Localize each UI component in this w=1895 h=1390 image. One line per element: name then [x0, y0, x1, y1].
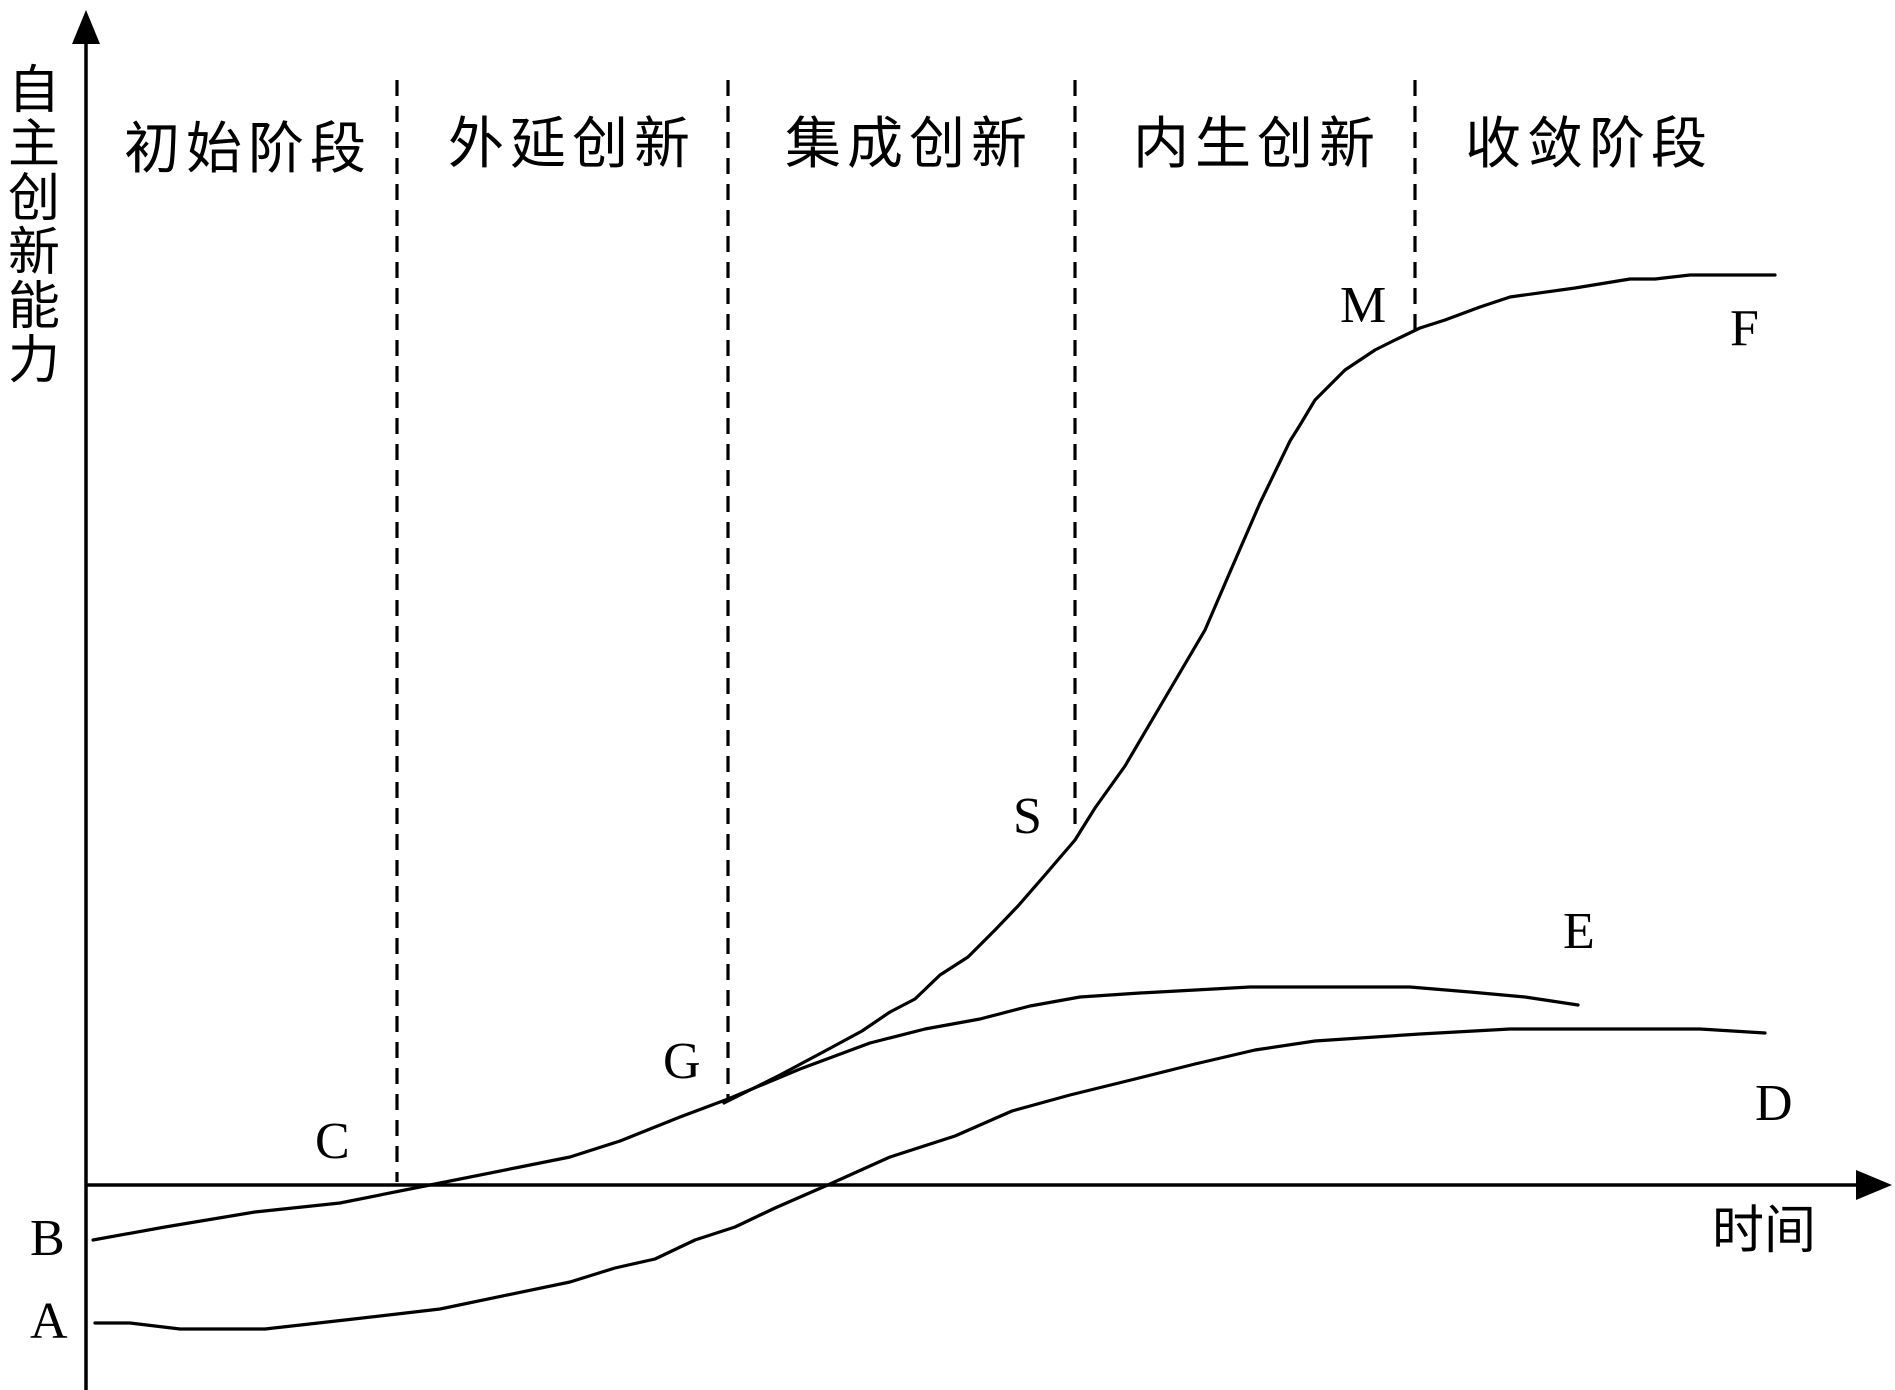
point-label-g: G	[663, 1033, 701, 1090]
curve-b-e	[91, 985, 1580, 1242]
curve-g-s-m-f	[722, 273, 1777, 1105]
point-label-c: C	[315, 1113, 350, 1170]
point-label-b: B	[30, 1210, 65, 1267]
point-label-e: E	[1563, 903, 1595, 960]
stage-dividers	[395, 80, 1417, 1182]
point-label-f: F	[1730, 300, 1759, 357]
stage-label-integrated: 集成创新	[785, 112, 1033, 177]
stage-label-convergence: 收敛阶段	[1465, 112, 1713, 177]
axes	[72, 10, 1892, 1390]
y-axis-label-char-6: 力	[8, 331, 60, 391]
stage-label-initial: 初始阶段	[124, 117, 372, 182]
y-axis-label: 自 主 创 新 能 力	[8, 61, 77, 391]
stage-labels: 初始阶段 外延创新 集成创新 内生创新 收敛阶段	[124, 112, 1713, 182]
stage-label-endogenous: 内生创新	[1133, 112, 1381, 177]
y-axis-label-char-3: 创	[8, 169, 60, 229]
point-label-m: M	[1340, 277, 1386, 334]
x-axis-label: 时间	[1712, 1201, 1816, 1261]
y-axis-label-char-5: 能	[8, 277, 60, 337]
y-axis-label-char-1: 自	[8, 61, 60, 121]
curve-a-d	[93, 1027, 1767, 1331]
stage-label-extensive: 外延创新	[448, 112, 696, 177]
point-label-d: D	[1755, 1075, 1793, 1132]
x-axis-arrow	[1856, 1170, 1892, 1200]
y-axis-label-char-4: 新	[8, 223, 60, 283]
point-label-a: A	[30, 1293, 68, 1350]
y-axis-arrow	[72, 10, 100, 44]
point-labels: A B C G S M F E D	[30, 277, 1793, 1350]
y-axis-label-char-2: 主	[8, 115, 60, 175]
curves	[91, 273, 1777, 1331]
point-label-s: S	[1013, 788, 1042, 845]
